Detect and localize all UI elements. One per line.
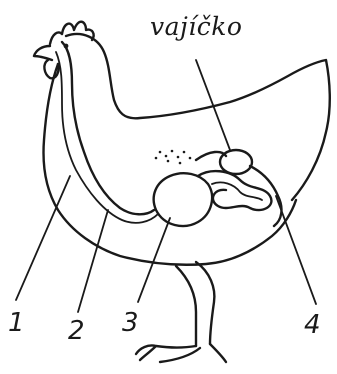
hen-leg-outline <box>196 262 214 344</box>
hen-front-outline <box>44 64 296 265</box>
hen-beak <box>34 46 52 60</box>
leader-line-egg <box>196 60 230 150</box>
hen-foot <box>136 344 226 362</box>
stomach <box>154 173 212 226</box>
label-esophagus: 1 <box>8 310 25 336</box>
label-stomach: 3 <box>122 310 139 336</box>
label-oviduct: 4 <box>304 312 321 338</box>
lung-dots <box>155 150 192 165</box>
leader-line-4 <box>276 196 316 304</box>
leader-line-1 <box>16 176 70 300</box>
label-2: 2 <box>68 318 85 344</box>
hen-leg-inner <box>176 266 196 346</box>
intestine <box>198 171 271 210</box>
leader-line-2 <box>78 210 108 312</box>
hen-comb <box>50 22 94 44</box>
oviduct <box>196 152 281 226</box>
egg-label: vajíčko <box>150 14 242 39</box>
